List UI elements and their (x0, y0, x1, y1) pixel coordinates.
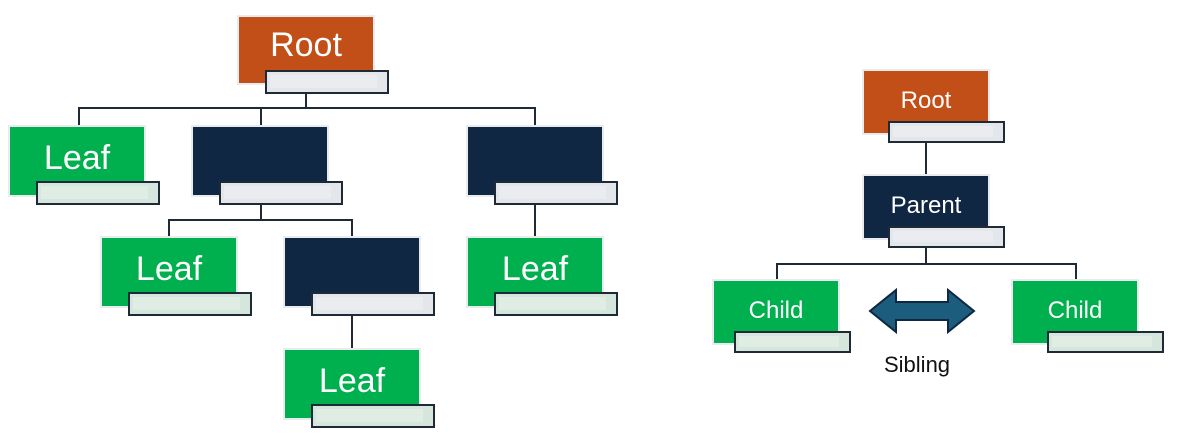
connector (925, 246, 927, 264)
connector (925, 142, 927, 176)
connector (351, 219, 353, 238)
root-label: Root (270, 26, 342, 64)
leaf-label: Leaf (135, 250, 203, 288)
node-tag (494, 181, 618, 205)
connector (776, 263, 778, 281)
child-label: Child (1047, 297, 1103, 324)
node-tag (311, 404, 435, 428)
parent-node: Parent (862, 174, 990, 240)
connector (534, 107, 536, 127)
connector (534, 204, 536, 238)
node-tag (888, 226, 1005, 248)
leaf-label: Leaf (501, 250, 569, 288)
node-tag (128, 292, 252, 316)
connector (260, 107, 262, 127)
node-tag (219, 181, 343, 205)
child-label: Child (748, 297, 804, 324)
parent-label: Parent (890, 192, 962, 219)
connector (78, 107, 536, 109)
leaf-label: Leaf (318, 362, 386, 400)
sibling-label: Sibling (884, 352, 951, 377)
node-tag (888, 121, 1005, 143)
node-tag (36, 181, 160, 205)
connector (351, 316, 353, 350)
node-tag (311, 292, 435, 316)
root-label: Root (900, 87, 952, 114)
node-tag (494, 292, 618, 316)
connector (168, 219, 353, 221)
connector (168, 219, 170, 238)
connector (1075, 263, 1077, 281)
node-tag (265, 70, 389, 94)
leaf-label: Leaf (43, 139, 111, 177)
child-node: Child (712, 279, 840, 345)
connector (260, 204, 262, 220)
node-tag (734, 331, 851, 353)
arrow-shape (868, 287, 976, 335)
connector (305, 92, 307, 108)
connector (78, 107, 80, 127)
connector (776, 263, 1077, 265)
node-tag (1047, 331, 1164, 353)
